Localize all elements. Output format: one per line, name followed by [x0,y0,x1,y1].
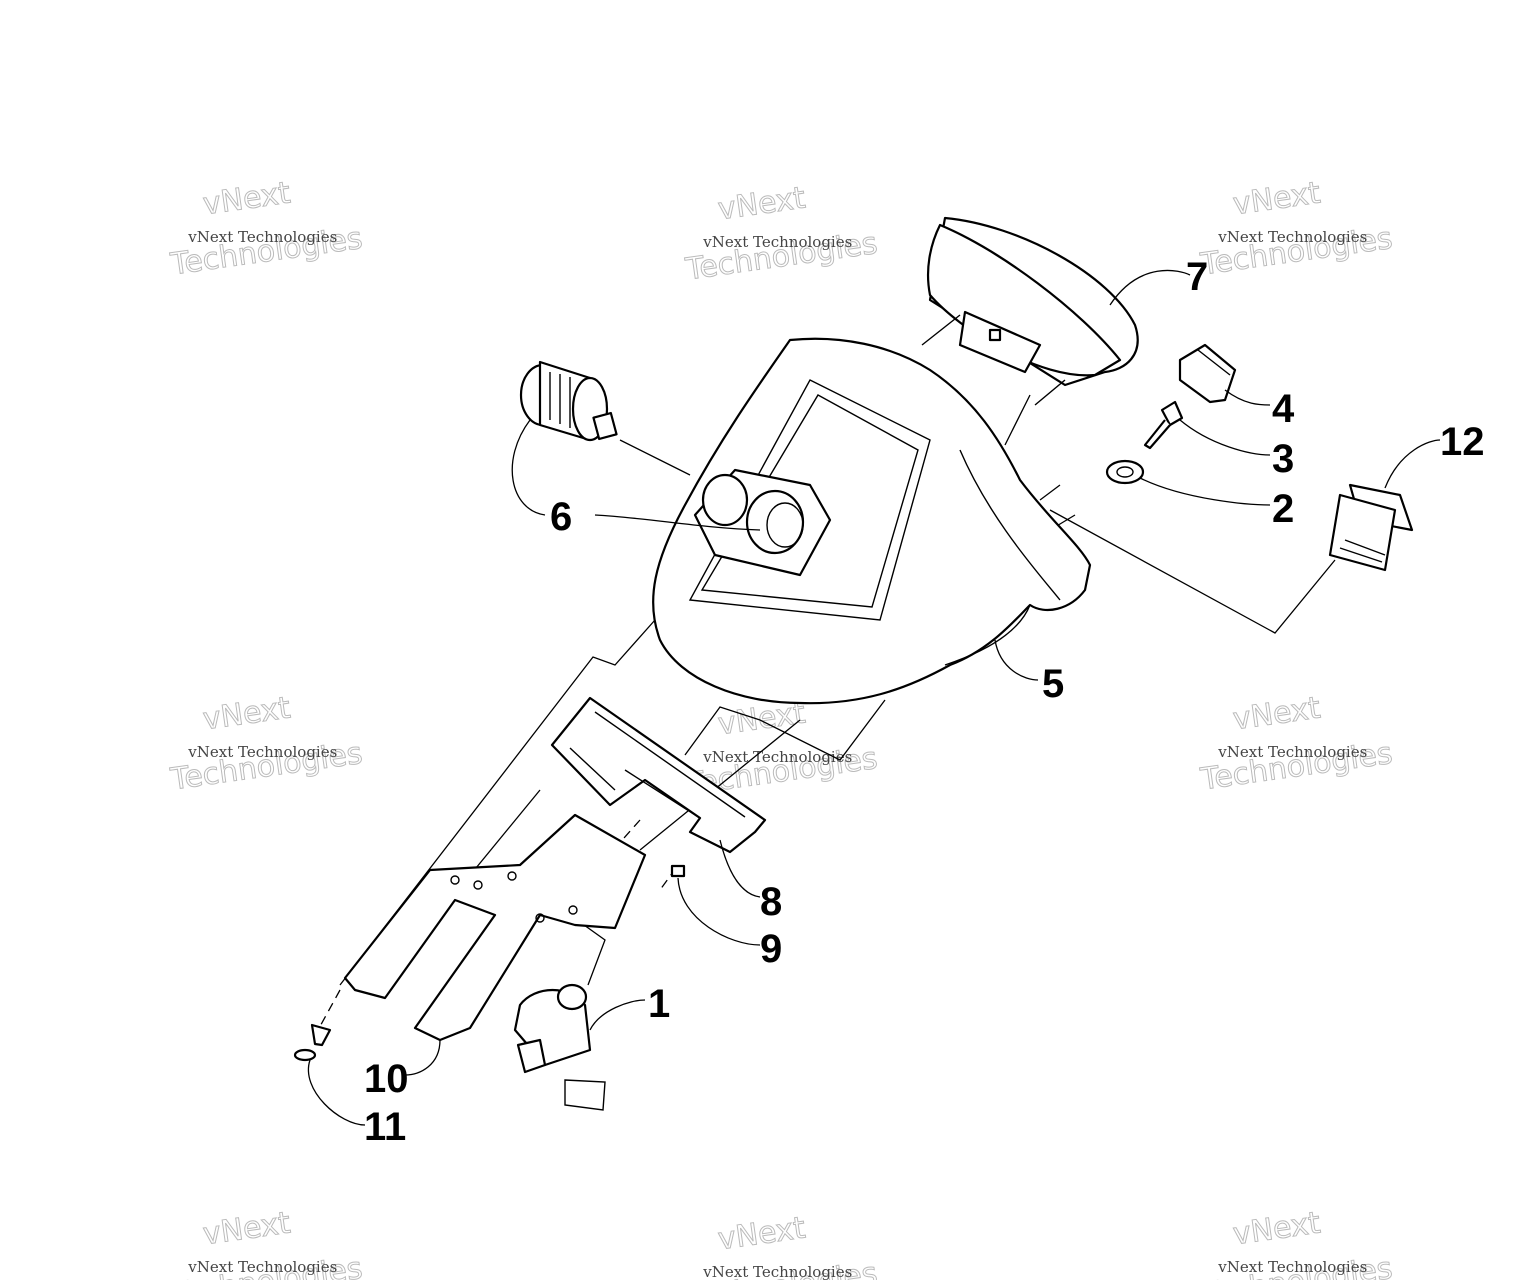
leader-line-5 [994,639,1039,681]
hex-nut [693,468,832,577]
callout-2: 2 [1272,487,1294,531]
svg-text:vNext: vNext [1231,1205,1323,1252]
callout-1: 1 [648,982,670,1026]
watermark: vNext Technologies vNext Technologies [167,690,365,798]
watermark: vNext Technologies vNext Technologies [167,175,365,283]
switch-label-plate [564,1079,606,1111]
svg-text:vNext Technologies: vNext Technologies [1217,1258,1367,1276]
svg-text:vNext Technologies: vNext Technologies [702,748,852,766]
svg-text:vNext: vNext [1231,690,1323,737]
assembly-line [1004,394,1031,446]
watermark-group: vNext Technologies vNext Technologies vN… [167,175,1395,1280]
leader-line-6-outlet [511,419,546,516]
watermark: vNext Technologies vNext Technologies [1197,175,1395,283]
svg-text:vNext Technologies: vNext Technologies [1217,228,1367,246]
callout-3: 3 [1272,437,1294,481]
watermark: vNext Technologies vNext Technologies [682,1210,880,1280]
leader-line-6-nut [594,514,761,531]
assembly-line [1039,484,1061,501]
gauge-stud [1034,379,1066,406]
leader-line-1 [589,999,646,1031]
assembly-line [639,719,801,851]
pod-contour [944,604,1031,666]
assembly-line [1049,509,1336,634]
svg-text:vNext: vNext [201,690,293,737]
gauge-part-7 [921,216,1139,406]
leader-line-3 [1179,419,1271,456]
lower-bezel-part-8 [550,696,767,854]
ignition-switch-part-1 [513,983,606,1111]
watermark: vNext Technologies vNext Technologies [167,1205,365,1280]
leader-line-4 [1224,389,1271,406]
watermark: vNext Technologies vNext Technologies [682,695,880,803]
pod-contour [959,449,1061,601]
assembly-line [684,699,886,761]
svg-text:vNext: vNext [716,180,808,227]
callout-8: 8 [760,880,782,924]
svg-text:vNext Technologies: vNext Technologies [702,233,852,251]
leader-lines [307,269,1441,1126]
clip-part-9 [670,864,686,878]
leader-line-11 [307,1059,366,1126]
svg-text:vNext Technologies: vNext Technologies [1217,743,1367,761]
svg-text:vNext Technologies: vNext Technologies [187,743,337,761]
svg-text:vNext: vNext [201,1205,293,1252]
callout-6: 6 [550,495,572,539]
power-outlet-part-6 [519,360,618,442]
callout-10: 10 [364,1057,409,1101]
callout-7: 7 [1186,255,1208,299]
leader-line-8 [719,839,761,898]
callout-9: 9 [760,927,782,971]
pod-housing-part-5 [652,337,1092,705]
mounting-bracket-part-10 [343,813,647,1042]
assembly-line [317,989,341,1031]
svg-text:vNext Technologies: vNext Technologies [187,1258,337,1276]
washer-part-2 [1105,459,1145,485]
gauge-stud [921,314,961,346]
assembly-line [619,439,691,476]
push-rivet-part-11 [293,1023,332,1062]
leader-line-9 [677,877,761,946]
callout-labels: 1 2 3 4 5 6 7 8 9 10 11 12 [364,255,1485,1149]
leader-line-10 [404,1039,441,1076]
leader-line-2 [1139,477,1271,506]
switch-cap-part-4 [1178,343,1237,404]
watermark: vNext Technologies vNext Technologies [1197,690,1395,798]
callout-11: 11 [364,1105,406,1149]
svg-text:vNext Technologies: vNext Technologies [702,1263,852,1280]
callout-12: 12 [1440,420,1485,464]
assembly-line [339,619,656,986]
svg-text:vNext: vNext [201,175,293,222]
svg-text:vNext Technologies: vNext Technologies [187,228,337,246]
leader-line-7 [1109,269,1191,306]
watermark: vNext Technologies vNext Technologies [1197,1205,1395,1280]
svg-text:vNext: vNext [716,1210,808,1257]
callout-5: 5 [1042,662,1064,706]
svg-text:vNext: vNext [1231,175,1323,222]
key-part-3 [1143,400,1184,450]
leader-line-12 [1384,439,1441,489]
callout-4: 4 [1272,387,1295,431]
watermark: vNext Technologies vNext Technologies [682,180,880,288]
rocker-switch-part-12 [1328,483,1414,572]
